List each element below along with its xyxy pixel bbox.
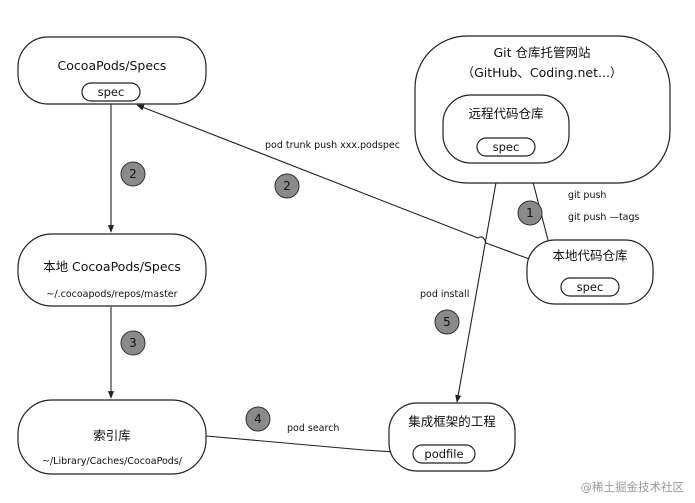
spec-pill-label: spec [493,140,520,154]
node-index: 索引库 ~/Library/Caches/CocoaPods/ [17,399,207,475]
step-badge: 2 [274,173,300,199]
step-badge: 1 [517,200,543,226]
step-badge: 4 [245,406,271,432]
step-badge-label: 4 [254,412,262,426]
edge-label-git-push: git push [568,190,606,201]
spec-pill [560,277,620,297]
spec-pill-label: spec [98,85,125,99]
node-subtitle: ~/Library/Caches/CocoaPods/ [42,456,183,467]
watermark-text: @稀土掘金技术社区 [581,480,685,494]
node-title: 本地 CocoaPods/Specs [43,259,181,274]
edge-label-trunk-push: pod trunk push xxx.podspec [265,140,400,151]
node-local-repo: 本地代码仓库 spec [526,239,654,305]
node-subtitle: （GitHub、Coding.net...） [462,65,623,80]
node-project: 集成框架的工程 podfile [388,402,516,472]
spec-pill-label: spec [577,280,604,294]
edge-label-pod-search: pod search [287,423,339,434]
spec-pill [81,82,141,102]
podfile-pill-label: podfile [424,447,463,461]
step-badge-label: 2 [283,179,291,193]
podfile-pill [412,444,476,464]
node-title: 远程代码仓库 [468,106,543,121]
node-subtitle: ~/.cocoapods/repos/master [46,289,177,300]
step-badge-label: 3 [129,336,137,350]
arrow-pod-install [455,159,501,403]
node-remote-repo: 远程代码仓库 spec [442,94,570,164]
node-local-specs: 本地 CocoaPods/Specs ~/.cocoapods/repos/ma… [17,233,207,307]
step-badge-label: 5 [443,315,451,329]
edge-label-git-push-tags: git push —tags [568,212,640,223]
node-title: 索引库 [93,428,131,443]
arrow-pod-search [205,435,411,456]
node-title: CocoaPods/Specs [58,58,167,73]
node-title: Git 仓库托管网站 [493,45,590,60]
node-title: 集成框架的工程 [408,414,496,429]
step-badge: 5 [434,309,460,335]
spec-pill [476,137,536,157]
node-title: 本地代码仓库 [552,248,627,263]
step-badge: 2 [120,161,146,187]
step-badge-label: 1 [526,206,534,220]
step-badge: 3 [120,330,146,356]
step-badge-label: 2 [129,167,137,181]
arrow-trunk-push [136,104,533,261]
edge-label-pod-install: pod install [420,289,469,300]
node-cocoapods-specs: CocoaPods/Specs spec [17,36,207,105]
